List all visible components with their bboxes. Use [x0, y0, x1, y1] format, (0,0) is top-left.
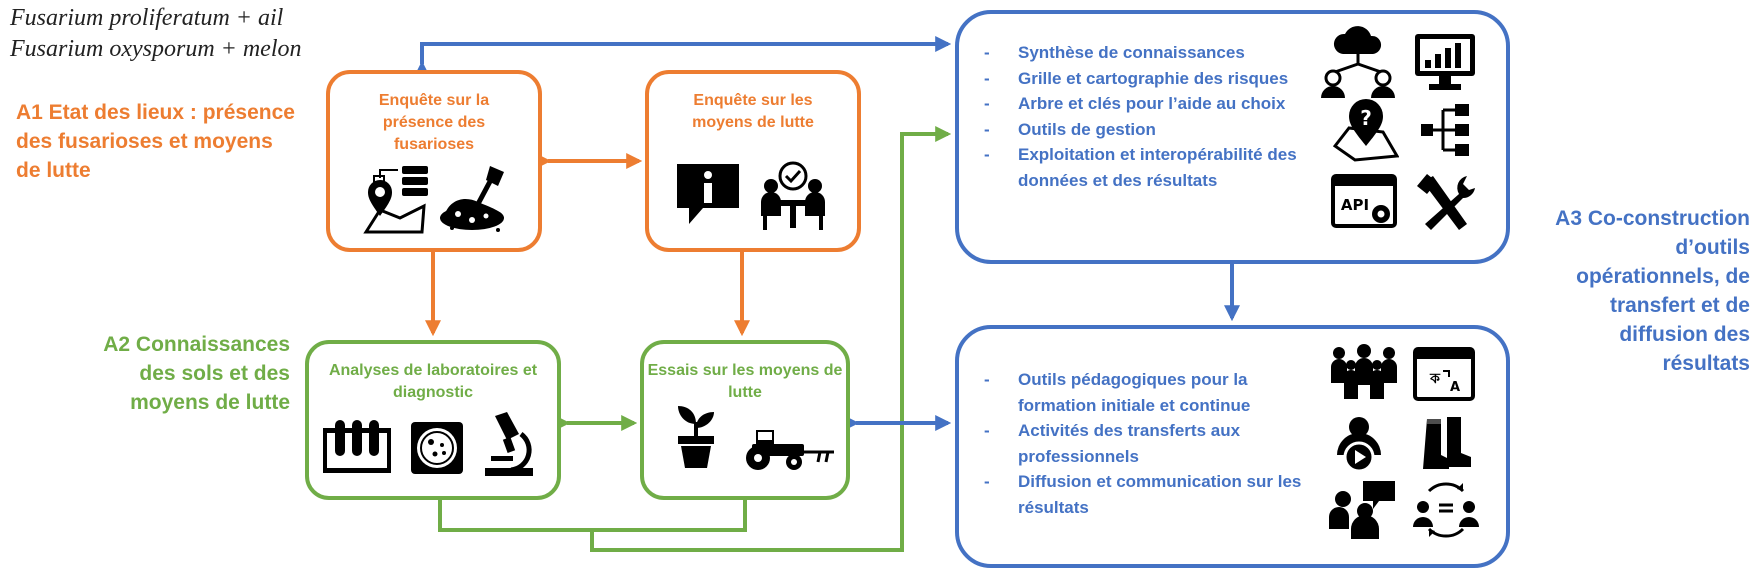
- axis-a3-label: A3 Co-construction d’outils opérationnel…: [1555, 207, 1750, 375]
- info-bubble-icon: [677, 164, 739, 224]
- lab-analysis-box: Analyses de laboratoires et diagnostic: [305, 340, 561, 500]
- list-item: Activités des transferts aux professionn…: [984, 418, 1324, 469]
- survey-presence-box: Enquête sur la présence des fusarioses: [326, 70, 542, 252]
- test-tubes-rack-icon: [323, 420, 391, 473]
- list-item: Exploitation et interopérabilité des don…: [984, 142, 1314, 193]
- soil-trowel-icon: [440, 166, 504, 232]
- operational-tools-list: Synthèse de connaissances Grille et cart…: [984, 40, 1314, 193]
- svg-text:A: A: [1450, 380, 1460, 395]
- list-item: Arbre et clés pour l’aide au choix: [984, 91, 1314, 117]
- api-window-icon: API: [1331, 174, 1397, 228]
- people-exchange-icon: [1413, 482, 1479, 538]
- species-label-garlic: Fusarium proliferatum + ail: [10, 5, 284, 31]
- survey-control-box: Enquête sur les moyens de lutte: [645, 70, 861, 252]
- rubber-boots-icon: [1423, 417, 1471, 469]
- potted-plant-icon: [678, 406, 714, 468]
- cloud-network-people-icon: [1321, 26, 1395, 98]
- hierarchy-tree-icon: [1421, 104, 1469, 156]
- list-item: Outils pédagogiques pour la formation in…: [984, 367, 1324, 418]
- axis-a2-label: A2 Connaissances des sols et des moyens …: [103, 333, 290, 414]
- lab-analysis-title: Analyses de laboratoires et diagnostic: [328, 362, 538, 401]
- monitor-chart-icon: [1415, 34, 1475, 90]
- meeting-people-icon: [761, 161, 825, 230]
- list-item: Synthèse de connaissances: [984, 40, 1314, 66]
- translation-window-icon: ক A: [1413, 347, 1475, 401]
- svg-text:API: API: [1341, 196, 1369, 214]
- group-discussion-icon: [1329, 481, 1395, 539]
- species-label-melon: Fusarium oxysporum + melon: [10, 36, 302, 62]
- petri-dish-icon: [411, 422, 463, 474]
- map-pin-database-icon: [363, 166, 428, 234]
- microscope-icon: [485, 412, 533, 476]
- operational-tools-box: Synthèse de connaissances Grille et cart…: [955, 10, 1510, 264]
- svg-text:ক: ক: [1429, 371, 1441, 387]
- tools-wrench-icon: [1417, 174, 1475, 230]
- a3-to-a1-arrow: [414, 36, 952, 77]
- transfer-diffusion-box: Outils pédagogiques pour la formation in…: [955, 325, 1510, 568]
- crowd-people-icon: [1331, 344, 1397, 399]
- lab-trials-link-line: [438, 500, 747, 532]
- axis-a1-label: A1 Etat des lieux : présence des fusario…: [16, 101, 295, 182]
- video-presenter-icon: [1337, 417, 1381, 473]
- survey-presence-title: Enquête sur la présence des fusarioses: [378, 92, 490, 153]
- question-map-pin-icon: ?: [1333, 99, 1399, 162]
- list-item: Grille et cartographie des risques: [984, 66, 1314, 92]
- list-item: Outils de gestion: [984, 117, 1314, 143]
- svg-text:?: ?: [1360, 106, 1372, 130]
- trials-box: Essais sur les moyens de lutte: [640, 340, 850, 500]
- list-item: Diffusion et communication sur les résul…: [984, 469, 1324, 520]
- a2-to-a3-arrow: [590, 126, 952, 552]
- survey-control-title: Enquête sur les moyens de lutte: [692, 92, 814, 131]
- trials-title: Essais sur les moyens de lutte: [647, 362, 843, 401]
- tractor-icon: [746, 430, 834, 470]
- transfer-diffusion-list: Outils pédagogiques pour la formation in…: [984, 367, 1324, 520]
